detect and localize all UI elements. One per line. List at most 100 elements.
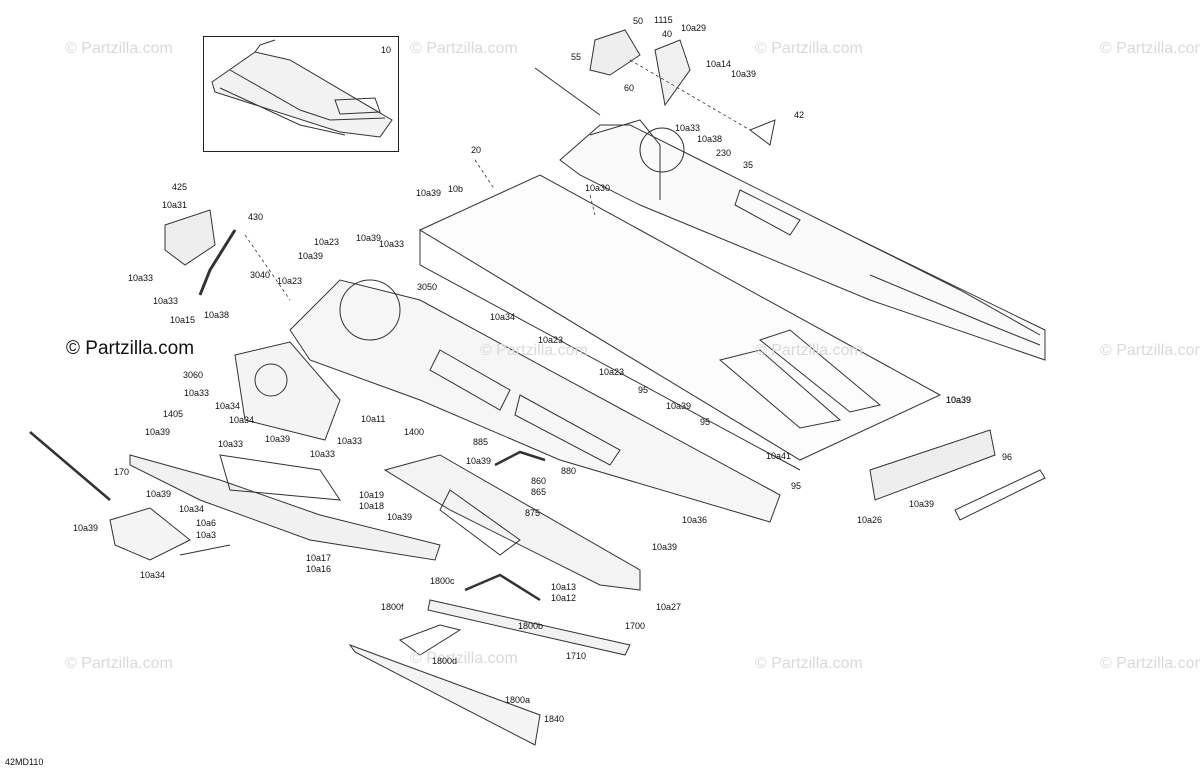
leader-lines bbox=[244, 59, 751, 301]
part-callout: 1800d bbox=[432, 656, 458, 666]
watermark: © Partzilla.com bbox=[65, 655, 173, 672]
part-callout: 10a33 bbox=[218, 439, 244, 449]
part-callout: 865 bbox=[531, 487, 547, 497]
tunnel-plate-drawing bbox=[418, 174, 942, 471]
part-callout: 1400 bbox=[404, 427, 425, 437]
diagram-id: 42MD110 bbox=[5, 757, 44, 767]
watermark: © Partzilla.com bbox=[1100, 342, 1200, 359]
part-callout: 3040 bbox=[250, 270, 271, 280]
part-callout: 860 bbox=[531, 476, 547, 486]
part-callout: 880 bbox=[561, 466, 577, 476]
watermark: © Partzilla.com bbox=[410, 650, 518, 667]
part-callout: 10a16 bbox=[306, 564, 332, 574]
part-callout: 10a34 bbox=[229, 415, 255, 425]
part-callout: 10a33 bbox=[184, 388, 210, 398]
part-callout: 10a33 bbox=[310, 449, 336, 459]
part-callout: 40 bbox=[662, 29, 673, 39]
part-callout: 10a12 bbox=[551, 593, 577, 603]
part-callout: 10a33 bbox=[153, 296, 179, 306]
part-callout: 10a23 bbox=[314, 237, 340, 247]
part-callout: 10a34 bbox=[490, 312, 516, 322]
part-callout: 10a23 bbox=[538, 335, 564, 345]
part-callout: 10a30 bbox=[585, 183, 611, 193]
part-callout: 10a33 bbox=[379, 239, 405, 249]
part-callout: 10a29 bbox=[681, 23, 707, 33]
part-callout: 10a39 bbox=[145, 427, 171, 437]
part-callout: 10a18 bbox=[359, 501, 385, 511]
inset-tunnel-drawing bbox=[211, 39, 393, 138]
part-callout: 170 bbox=[114, 467, 130, 477]
part-callout: 1115 bbox=[654, 15, 673, 25]
part-callout: 10a14 bbox=[706, 59, 732, 69]
part-callout: 60 bbox=[624, 83, 635, 93]
part-callout: 1840 bbox=[544, 714, 565, 724]
part-callout: 425 bbox=[172, 182, 188, 192]
part-callout: 10a38 bbox=[697, 134, 723, 144]
part-callout: 10a34 bbox=[215, 401, 241, 411]
part-callout: 10a36 bbox=[682, 515, 708, 525]
part-callout: 1700 bbox=[625, 621, 646, 631]
handle-bracket-drawing bbox=[109, 507, 231, 561]
part-callout: 3060 bbox=[183, 370, 204, 380]
part-callout: 10a3 bbox=[196, 530, 217, 540]
part-callout: 10a38 bbox=[204, 310, 230, 320]
part-callout: 875 bbox=[525, 508, 541, 518]
part-callout: 95 bbox=[791, 481, 802, 491]
part-callout: 1800c bbox=[430, 576, 455, 586]
part-callout: 10a39 bbox=[146, 489, 172, 499]
left-rail-drawing bbox=[289, 279, 781, 523]
part-callout: 10a17 bbox=[306, 553, 332, 563]
part-callout: 3050 bbox=[417, 282, 438, 292]
part-callout: 10a26 bbox=[857, 515, 883, 525]
part-callout: 1800a bbox=[505, 695, 531, 705]
part-callout: 10a33 bbox=[128, 273, 154, 283]
part-callout: 96 bbox=[1002, 452, 1013, 462]
part-callout: 10a39 bbox=[731, 69, 757, 79]
part-callout: 95 bbox=[700, 417, 711, 427]
cross-member-drawing bbox=[869, 429, 1046, 521]
part-callout: 10a33 bbox=[337, 436, 363, 446]
part-callout: 1800b bbox=[518, 621, 544, 631]
part-callout: 10a39 bbox=[652, 542, 678, 552]
part-callout: 10b bbox=[448, 184, 464, 194]
part-callout: 10a39 bbox=[946, 395, 972, 405]
part-callout: 10a39 bbox=[387, 512, 413, 522]
watermark-prominent: © Partzilla.com bbox=[66, 338, 195, 359]
part-callout: 1405 bbox=[163, 409, 184, 419]
part-callout: 10a39 bbox=[416, 188, 442, 198]
part-callout: 10a33 bbox=[675, 123, 701, 133]
part-callout: 50 bbox=[633, 16, 644, 26]
lower-trim-drawing bbox=[348, 573, 631, 746]
lower-rail-drawing bbox=[29, 431, 441, 561]
part-callout: 10a39 bbox=[298, 251, 324, 261]
part-callout: 95 bbox=[638, 385, 649, 395]
part-callout: 10a6 bbox=[196, 518, 217, 528]
part-callout: 10a41 bbox=[766, 451, 792, 461]
watermark: © Partzilla.com bbox=[755, 342, 863, 359]
part-callout: 10a34 bbox=[179, 504, 205, 514]
front-plate-drawing bbox=[234, 341, 341, 441]
part-callout: 1800f bbox=[381, 602, 404, 612]
part-callout: 885 bbox=[473, 437, 489, 447]
part-callout: 20 bbox=[471, 145, 482, 155]
part-callout: 10a39 bbox=[466, 456, 492, 466]
part-callout: 10a19 bbox=[359, 490, 385, 500]
part-callout: 10a39 bbox=[265, 434, 291, 444]
part-callout: 1710 bbox=[566, 651, 587, 661]
part-callout: 430 bbox=[248, 212, 264, 222]
watermark: © Partzilla.com bbox=[410, 40, 518, 57]
left-bracket-drawing bbox=[164, 209, 237, 296]
running-board-drawing bbox=[383, 450, 641, 591]
watermark: © Partzilla.com bbox=[755, 40, 863, 57]
part-callout: 10a39 bbox=[356, 233, 382, 243]
part-callout: 42 bbox=[794, 110, 805, 120]
part-callout: 10a34 bbox=[140, 570, 166, 580]
part-callout: 10a23 bbox=[599, 367, 625, 377]
part-callout: 35 bbox=[743, 160, 754, 170]
part-callout: 10a31 bbox=[162, 200, 188, 210]
watermark: © Partzilla.com bbox=[1100, 655, 1200, 672]
watermark: © Partzilla.com bbox=[480, 342, 588, 359]
watermark: © Partzilla.com bbox=[1100, 40, 1200, 57]
